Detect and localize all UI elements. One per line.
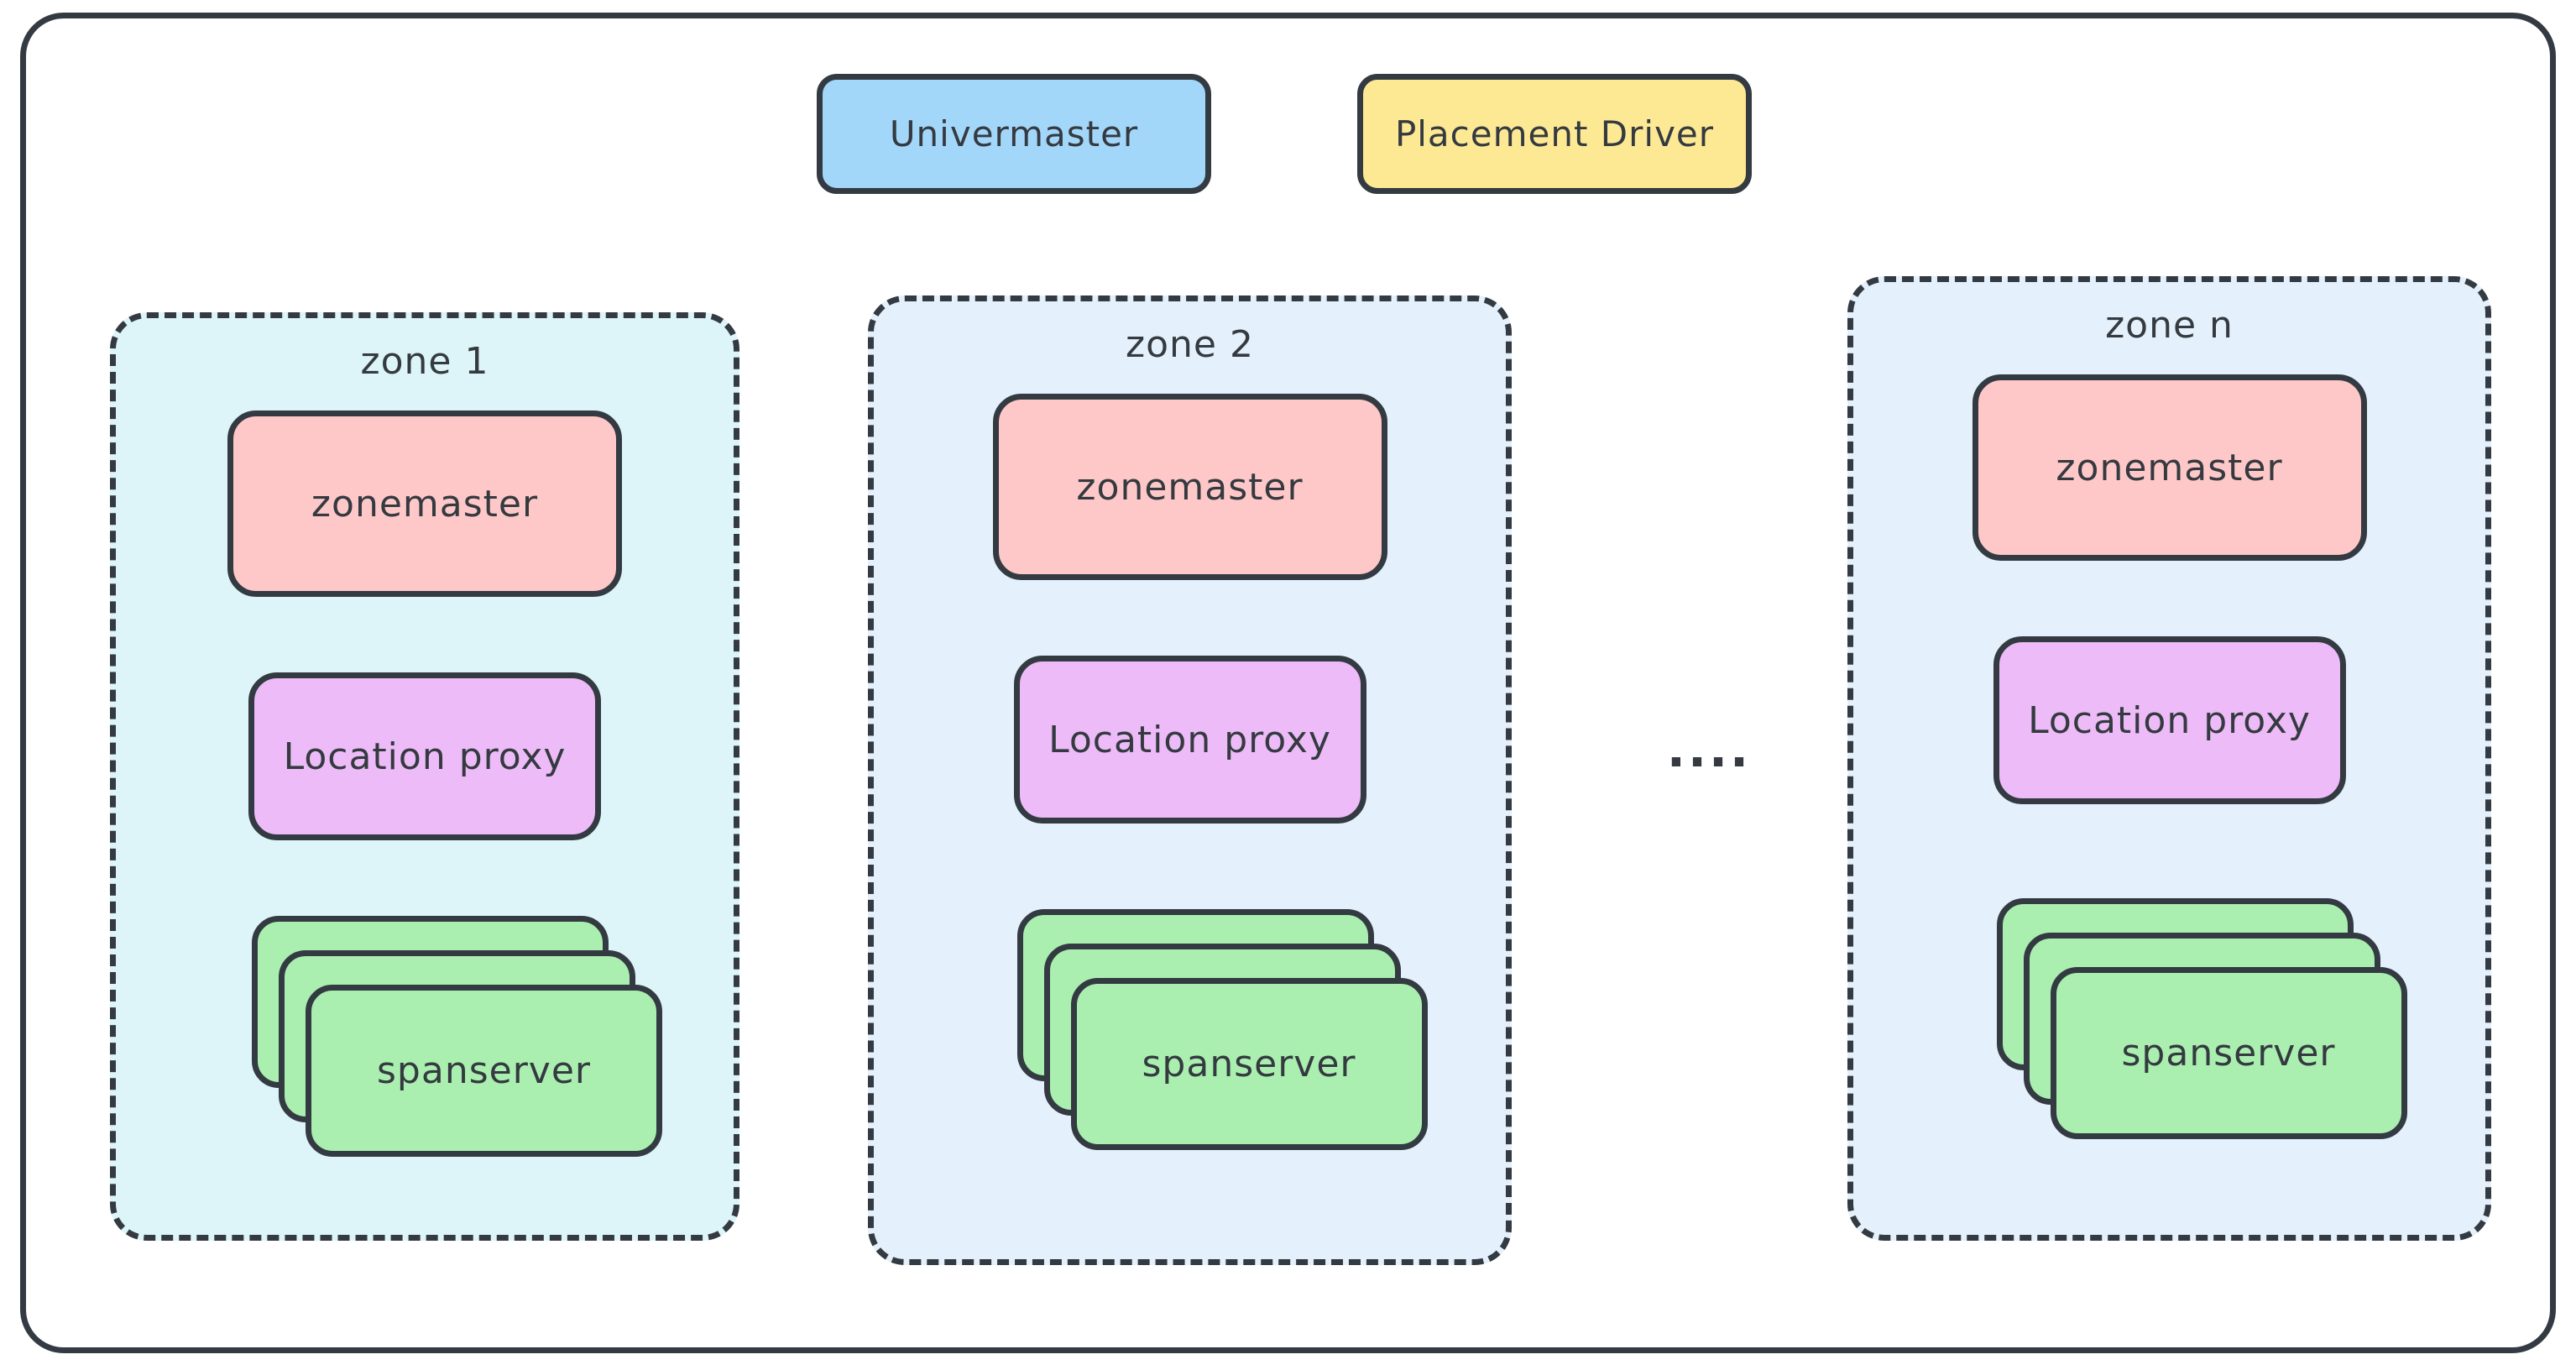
zone-1-label: zone 1 xyxy=(360,340,489,383)
zone-2-zonemaster-node: zonemaster xyxy=(992,394,1387,580)
spanserver-label: spanserver xyxy=(1142,1043,1356,1085)
placement-driver-label: Placement Driver xyxy=(1394,113,1715,154)
zone-1-container: zone 1 zonemaster Location proxy spanser… xyxy=(110,312,739,1241)
zone-2-label: zone 2 xyxy=(1126,323,1254,366)
univermaster-node: Univermaster xyxy=(817,74,1211,194)
zone-n-container: zone n zonemaster Location proxy spanser… xyxy=(1847,276,2491,1241)
zonemaster-label: zonemaster xyxy=(1076,465,1304,509)
placement-driver-node: Placement Driver xyxy=(1357,74,1752,194)
univermaster-label: Univermaster xyxy=(889,113,1139,154)
spanserver-label: spanserver xyxy=(377,1049,591,1092)
outer-frame xyxy=(20,13,2556,1353)
zone-1-location-proxy-node: Location proxy xyxy=(248,672,601,840)
zonemaster-label: zonemaster xyxy=(311,482,539,526)
spanserver-card-front: spanserver xyxy=(2050,967,2407,1139)
zone-n-zonemaster-node: zonemaster xyxy=(1972,374,2367,561)
zonemaster-label: zonemaster xyxy=(2056,446,2283,489)
zone-1-zonemaster-node: zonemaster xyxy=(227,410,622,597)
zone-n-label: zone n xyxy=(2105,304,2234,347)
location-proxy-label: Location proxy xyxy=(1048,718,1331,761)
location-proxy-label: Location proxy xyxy=(283,735,567,778)
zone-1-spanserver-stack: spanserver xyxy=(252,916,665,1158)
spanserver-card-front: spanserver xyxy=(306,985,662,1157)
zone-2-container: zone 2 zonemaster Location proxy spanser… xyxy=(868,295,1512,1265)
zone-2-spanserver-stack: spanserver xyxy=(1016,909,1430,1151)
zone-n-spanserver-stack: spanserver xyxy=(1996,898,2410,1140)
zone-2-location-proxy-node: Location proxy xyxy=(1013,656,1366,824)
zone-n-location-proxy-node: Location proxy xyxy=(1993,636,2346,804)
location-proxy-label: Location proxy xyxy=(2028,698,2311,742)
spanserver-label: spanserver xyxy=(2121,1032,2336,1075)
spanserver-card-front: spanserver xyxy=(1070,978,1428,1150)
ellipsis-dots: .... xyxy=(1666,721,1752,778)
